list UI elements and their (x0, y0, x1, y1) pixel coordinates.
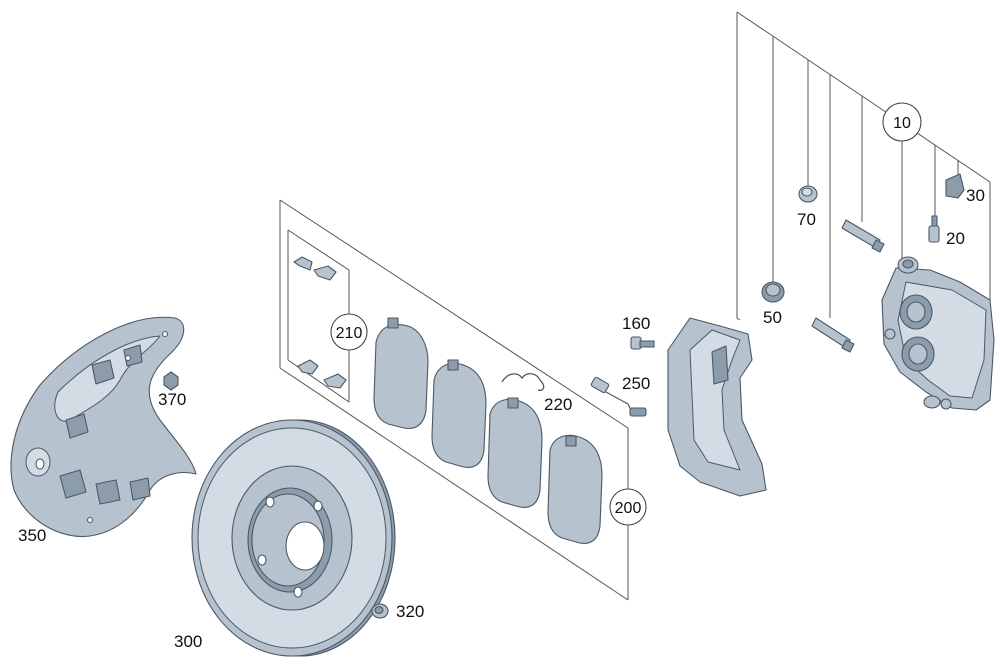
group-10-bracket (736, 11, 991, 321)
label-160: 160 (622, 314, 650, 333)
label-70: 70 (797, 210, 816, 229)
group-200-bracket (279, 199, 629, 601)
label-250: 250 (622, 374, 650, 393)
guide-pin-upper (841, 219, 885, 253)
label-20: 20 (946, 229, 965, 248)
brake-disc-300 (191, 419, 396, 657)
label-300: 300 (174, 632, 202, 651)
caliper-carrier (667, 317, 767, 497)
svg-text:210: 210 (336, 325, 363, 342)
svg-text:10: 10 (893, 115, 911, 132)
label-220: 220 (544, 395, 572, 414)
splash-shield-350 (10, 316, 197, 538)
seal-50 (761, 281, 785, 303)
callout-210: 210 (330, 313, 368, 351)
label-350: 350 (18, 526, 46, 545)
svg-text:200: 200 (615, 500, 642, 517)
brake-pads-200 (373, 317, 603, 544)
guide-pin-lower (811, 317, 855, 353)
label-320: 320 (396, 602, 424, 621)
pad-clips-210 (293, 256, 347, 389)
bolt-160 (630, 336, 655, 350)
spring-wire-220 (501, 373, 545, 392)
bleed-screw-20 (928, 215, 940, 243)
label-30: 30 (966, 186, 985, 205)
label-50: 50 (763, 308, 782, 327)
callout-200: 200 (609, 488, 647, 526)
label-370: 370 (158, 390, 186, 409)
caliper-housing-10 (881, 256, 995, 411)
bolt-370 (163, 371, 179, 391)
callout-10: 10 (882, 102, 922, 142)
wear-sensor-250 (590, 376, 647, 417)
cap-30 (945, 173, 965, 199)
screw-320 (371, 603, 389, 619)
cap-70 (798, 185, 818, 203)
